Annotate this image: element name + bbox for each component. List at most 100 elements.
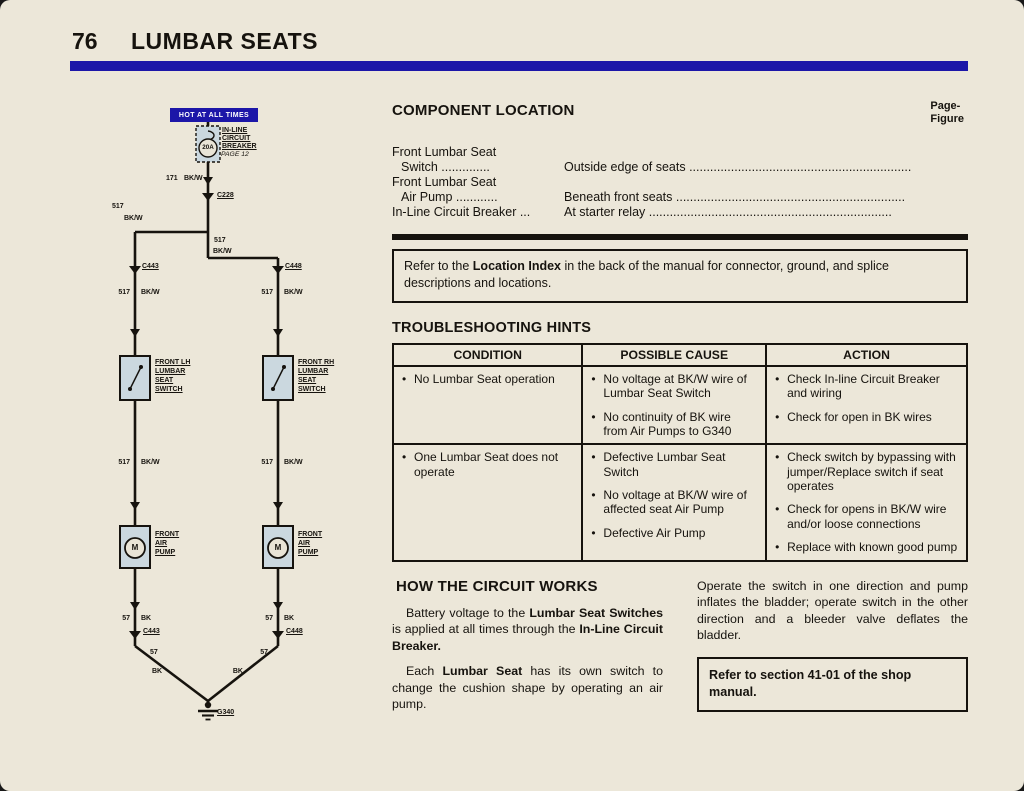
circuit-breaker-symbol [195,125,221,163]
how-paragraph-2: Each Lumbar Seat has its own switch to c… [392,663,663,713]
wire-color-bkw: BK/W [284,459,303,466]
switch-lh-label: FRONT LH [155,359,191,366]
how-text: Battery voltage to the [406,605,530,620]
component-location-row: In-Line Circuit Breaker ... At starter r… [392,205,968,220]
ground-label-g340: G340 [217,709,235,716]
hot-at-all-times-label: HOT AT ALL TIMES [170,108,258,122]
component-location-row: Front Lumbar Seat Switch .............. … [392,145,968,175]
component-location-value: Beneath front seats ....................… [564,190,906,204]
ground-symbol [198,701,218,721]
component-name: Front Lumbar Seat [392,145,497,159]
wire-color-bkw: BK/W [141,459,160,466]
connector-c228-symbol [202,193,214,201]
switch-rh-symbol [262,355,294,401]
component-location-row: Front Lumbar Seat Air Pump ............ … [392,175,968,205]
note-bold-text: Location Index [472,259,561,273]
how-text: Each [406,664,443,679]
switch-rh-label: SEAT [298,377,317,384]
wire-number-57: 57 [150,649,158,656]
connector-label-c443: C443 [143,628,160,635]
how-bold-text: Lumbar Seat Switches [529,605,663,620]
cause-item: No continuity of BK wire from Air Pumps … [590,410,758,439]
text-column: COMPONENT LOCATION Page- Figure Front Lu… [391,100,968,722]
connector-c448-top-symbol [272,266,284,274]
switch-lh-label: SEAT [155,377,174,384]
cause-item: No voltage at BK/W wire of affected seat… [590,488,758,517]
pump-rh-label: PUMP [298,549,319,556]
note-text: Refer to the [404,259,473,273]
cause-cell: Defective Lumbar Seat Switch No voltage … [581,443,768,562]
component-name: Front Lumbar Seat [392,175,497,189]
connector-label-c448: C448 [285,263,302,270]
breaker-name-line: CIRCUIT [222,135,251,142]
component-location-heading: COMPONENT LOCATION [392,102,575,119]
switch-rh-label: LUMBAR [298,368,329,375]
switch-lh-label: SWITCH [155,386,183,393]
how-paragraph-3: Operate the switch in one direction and … [697,578,968,643]
wiring-art [119,122,294,721]
component-location-value: At starter relay .......................… [564,205,892,219]
action-item: Check In-line Circuit Breaker and wiring [774,372,959,401]
pump-lh-label: FRONT [155,531,180,538]
how-left-column: HOW THE CIRCUIT WORKS Battery voltage to… [392,578,663,722]
connector-c448-bottom-symbol [272,631,284,639]
wire-color-bk: BK [141,615,152,622]
action-cell: Check switch by bypassing with jumper/Re… [765,443,968,562]
wire-number-171: 171 [166,175,178,182]
breaker-page-ref: PAGE 12 [221,151,249,158]
wire-color-bkw: BK/W [213,248,232,255]
wire-arrows [130,177,283,610]
how-paragraph-1: Battery voltage to the Lumbar Seat Switc… [392,605,663,655]
switch-rh-label: FRONT RH [298,359,335,366]
condition-cell: One Lumbar Seat does not operate [391,443,584,562]
action-item: Check for opens in BK/W wire and/or loos… [774,502,959,531]
column-header-cause: POSSIBLE CAUSE [581,342,768,367]
connector-c443-top-symbol [129,266,141,274]
table-row: No Lumbar Seat operation No voltage at B… [391,364,968,446]
page-figure-label: Page- Figure [930,100,964,126]
component-location-value: Outside edge of seats ..................… [564,160,912,174]
motor-label: M [131,543,139,552]
page-title: LUMBAR SEATS [131,28,319,54]
troubleshooting-table: CONDITION POSSIBLE CAUSE ACTION No Lumba… [391,342,968,562]
wire-number-517: 517 [118,459,130,466]
cause-cell: No voltage at BK/W wire of Lumbar Seat S… [581,364,768,446]
action-item: Check for open in BK wires [774,410,959,425]
wire-number-517: 517 [118,289,130,296]
component-location-table: Front Lumbar Seat Switch .............. … [392,145,968,220]
wire-color-bk: BK [232,668,243,675]
breaker-amp-label: 20A [202,144,214,151]
column-header-condition: CONDITION [391,342,584,367]
condition-item: No Lumbar Seat operation [401,372,574,387]
breaker-name-line: BREAKER [222,143,257,150]
wire-color-bk: BK [284,615,295,622]
wire-number-517: 517 [214,237,226,244]
action-item: Replace with known good pump [774,540,959,555]
component-name: In-Line Circuit Breaker ... [392,205,531,219]
wire-number-517: 517 [261,289,273,296]
component-name: Switch .............. [401,160,490,174]
wire-number-517: 517 [261,459,273,466]
cause-item: No voltage at BK/W wire of Lumbar Seat S… [590,372,758,401]
pump-rh-symbol [262,525,294,569]
condition-item: One Lumbar Seat does not operate [401,450,574,479]
condition-cell: No Lumbar Seat operation [391,364,584,446]
switch-rh-label: SWITCH [298,386,326,393]
wire-color-bkw: BK/W [124,215,143,222]
pump-lh-symbol [119,525,151,569]
page-number: 76 [72,28,98,54]
connector-label-c228: C228 [217,192,234,199]
component-name: Air Pump ............ [401,190,498,204]
pump-rh-label: AIR [298,540,311,547]
section-divider-rule [392,234,968,240]
wire-number-57: 57 [122,615,130,622]
how-text: is applied at all times through the [392,622,580,637]
switch-lh-label: LUMBAR [155,368,186,375]
wire-number-57: 57 [260,649,268,656]
table-row: One Lumbar Seat does not operate Defecti… [391,443,968,562]
note-text: in the back of the manual for connector,… [404,259,889,290]
cause-item: Defective Air Pump [590,526,758,541]
switch-lh-symbol [119,355,151,401]
wire-color-bkw: BK/W [284,289,303,296]
